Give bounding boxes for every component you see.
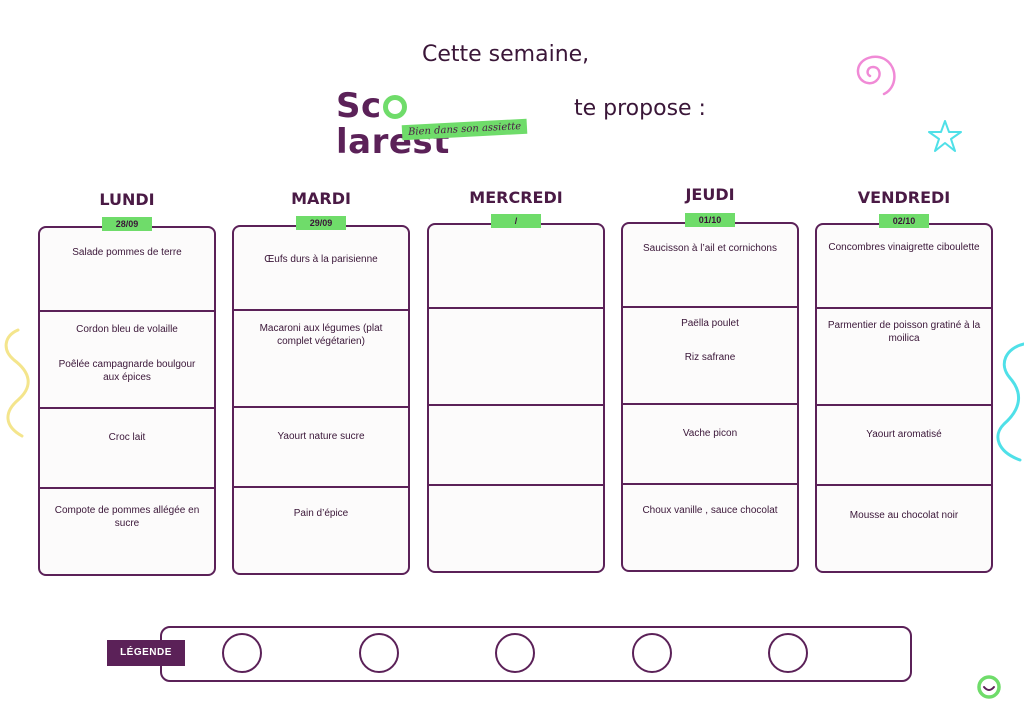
- squiggle-left-doodle: [4, 328, 30, 438]
- legend-slot: [359, 633, 399, 673]
- dish-item: Mousse au chocolat noir: [849, 510, 959, 521]
- day-title-jeudi: JEUDI: [685, 185, 735, 204]
- course-cell-starter: Salade pommes de terre: [40, 228, 214, 312]
- logo-o-icon: [382, 95, 407, 119]
- dish-item: Croc lait: [108, 432, 146, 443]
- course-cell-dessert: Mousse au chocolat noir: [817, 486, 991, 575]
- course-cell-starter: Œufs durs à la parisienne: [234, 227, 408, 311]
- dish-item: Yaourt aromatisé: [866, 429, 942, 440]
- smile-logo-icon: [977, 675, 1001, 699]
- course-cell-dairy: [429, 406, 603, 486]
- day-title-mardi: MARDI: [291, 189, 351, 208]
- course-cell-dessert: Pain d’épice: [234, 488, 408, 577]
- dish-item: Macaroni aux légumes (plat complet végét…: [259, 323, 383, 347]
- day-title-vendredi: VENDREDI: [857, 188, 951, 207]
- headline-this-week: Cette semaine,: [422, 42, 590, 67]
- legend-label: LÉGENDE: [107, 640, 185, 666]
- headline-proposes: te propose :: [574, 96, 706, 121]
- course-cell-dairy: Vache picon: [623, 405, 797, 485]
- dish-item: Salade pommes de terre: [72, 247, 182, 258]
- dish-item: Saucisson à l’ail et cornichons: [643, 243, 777, 254]
- dish-item: Cordon bleu de volaille: [76, 324, 178, 335]
- dish-item: Paëlla poulet: [681, 318, 739, 329]
- menu-card-mercredi: [427, 223, 605, 573]
- dish-item: Choux vanille , sauce chocolat: [642, 505, 778, 516]
- date-tag: 29/09: [296, 216, 346, 230]
- dish-item: Œufs durs à la parisienne: [264, 254, 378, 265]
- scolarest-logo: Sclarest Bien dans son assiette: [336, 88, 528, 160]
- course-cell-main: [429, 309, 603, 406]
- dish-item: Poêlée campagnarde boulgour aux épices: [58, 359, 196, 383]
- date-tag: 28/09: [102, 217, 152, 231]
- legend-slot: [222, 633, 262, 673]
- date-tag: /: [491, 214, 541, 228]
- dish-item: Parmentier de poisson gratiné à la moili…: [827, 320, 981, 344]
- dish-item: Yaourt nature sucre: [277, 431, 365, 442]
- legend-slot: [495, 633, 535, 673]
- squiggle-right-doodle: [996, 342, 1024, 462]
- day-title-mercredi: MERCREDI: [469, 188, 563, 207]
- course-cell-starter: [429, 225, 603, 309]
- date-tag: 01/10: [685, 213, 735, 227]
- course-cell-main: Macaroni aux légumes (plat complet végét…: [234, 311, 408, 408]
- course-cell-main: Parmentier de poisson gratiné à la moili…: [817, 309, 991, 406]
- dish-item: Riz safrane: [684, 352, 736, 363]
- spiral-doodle: [856, 55, 896, 96]
- course-cell-dessert: Choux vanille , sauce chocolat: [623, 485, 797, 574]
- course-cell-dairy: Croc lait: [40, 409, 214, 489]
- course-cell-dairy: Yaourt aromatisé: [817, 406, 991, 486]
- star-doodle: [928, 120, 962, 152]
- legend-slot: [768, 633, 808, 673]
- day-title-lundi: LUNDI: [99, 190, 155, 209]
- legend-slot: [632, 633, 672, 673]
- dish-item: Concombres vinaigrette ciboulette: [828, 242, 980, 253]
- course-cell-dessert: Compote de pommes allégée en sucre: [40, 489, 214, 578]
- dish-item: Compote de pommes allégée en sucre: [54, 505, 200, 529]
- course-cell-dessert: [429, 486, 603, 575]
- course-cell-starter: Saucisson à l’ail et cornichons: [623, 224, 797, 308]
- dish-item: Vache picon: [682, 428, 738, 439]
- course-cell-dairy: Yaourt nature sucre: [234, 408, 408, 488]
- dish-item: Pain d’épice: [293, 508, 349, 519]
- date-tag: 02/10: [879, 214, 929, 228]
- course-cell-starter: Concombres vinaigrette ciboulette: [817, 225, 991, 309]
